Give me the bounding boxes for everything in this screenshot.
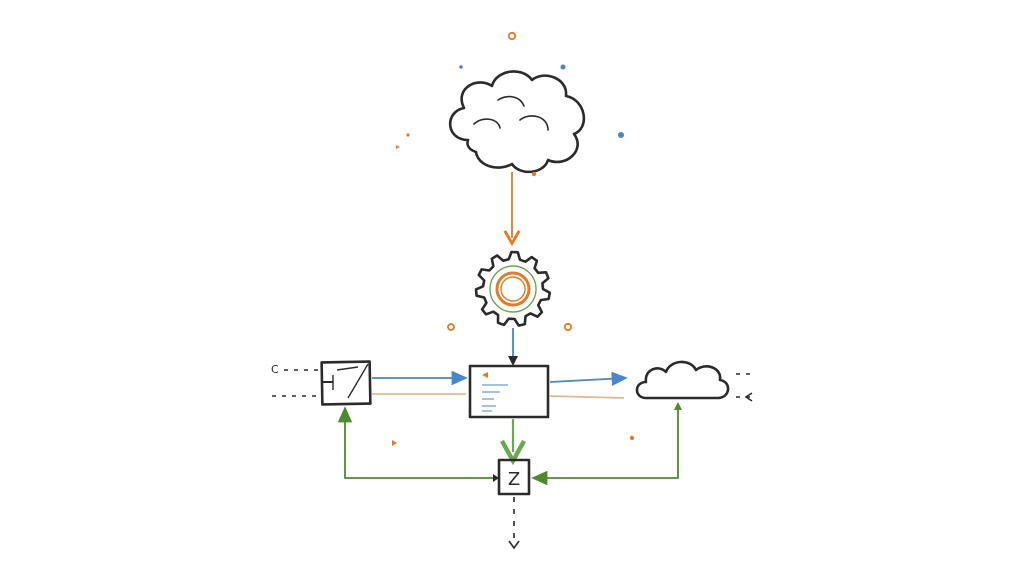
cloud-to-z-green-arrow (531, 404, 679, 486)
cloud-icon (448, 70, 586, 177)
gear-to-doc-arrowhead (508, 356, 518, 366)
orange-dot (447, 323, 455, 331)
z-down-arrowhead (508, 540, 520, 550)
orange-tick (392, 440, 397, 446)
z-node-label: Z (508, 469, 520, 490)
blue-dot (560, 64, 566, 70)
orange-dot (629, 435, 635, 441)
z-to-panel-green-arrow (337, 406, 497, 479)
left-stub: C (271, 363, 318, 397)
gear-icon (474, 250, 552, 327)
doc-to-cloud-blue-arrow (549, 371, 628, 386)
orange-dot (507, 31, 517, 41)
right-stub (736, 373, 753, 402)
left-stub-label: C (271, 363, 279, 376)
blue-dot (618, 132, 624, 138)
orange-tick (396, 145, 400, 149)
document-icon (468, 364, 550, 419)
small-cloud-icon (635, 360, 730, 400)
panel-icon (320, 360, 372, 406)
blue-dot (459, 65, 463, 69)
z-node: Z (497, 458, 531, 496)
decorative-dots (392, 31, 635, 446)
orange-dot (563, 322, 573, 332)
doc-to-cloud-tan-line (549, 395, 625, 399)
orange-dot (406, 133, 410, 137)
